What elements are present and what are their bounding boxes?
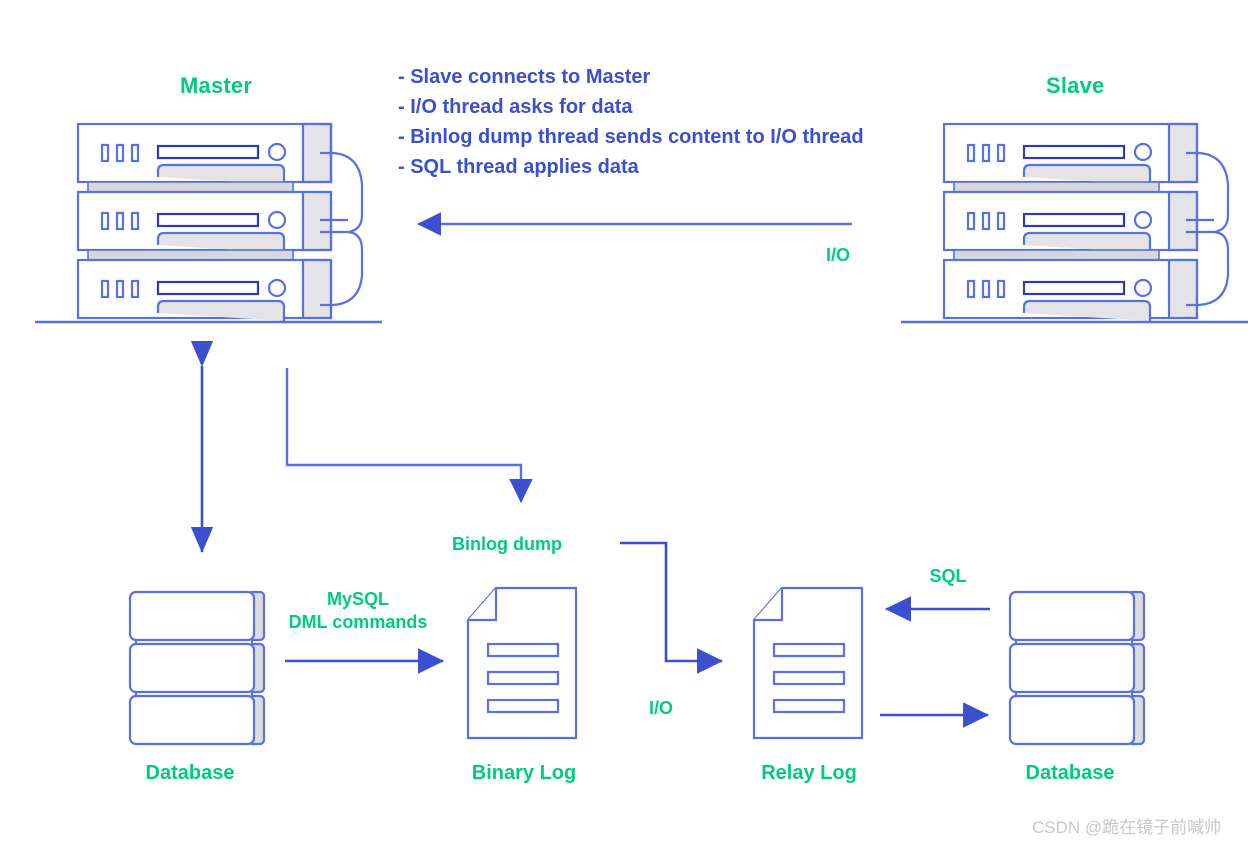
- slave-server-rack: [896, 115, 1254, 340]
- relay-log-label: Relay Log: [761, 762, 857, 784]
- database-left-label: Database: [145, 762, 235, 784]
- slave-title: Slave: [1046, 73, 1105, 98]
- legend-item-2: - Binlog dump thread sends content to I/…: [398, 126, 864, 148]
- mysql-dml-line-1: MySQL: [326, 589, 389, 609]
- watermark: CSDN @跪在镜子前喊帅: [1032, 818, 1222, 837]
- legend-item-3: - SQL thread applies data: [398, 156, 639, 178]
- binlog-dump-label: Binlog dump: [452, 534, 562, 554]
- arrow-master-to-binlog-dump: [285, 368, 533, 503]
- database-icon-left: [120, 580, 290, 750]
- database-icon-right: [1000, 580, 1170, 750]
- database-right-label: Database: [1025, 762, 1115, 784]
- arrow-binlog-dump-to-relay-log: [620, 541, 724, 674]
- relay-log-icon: [748, 586, 872, 746]
- io-top-label: I/O: [825, 245, 850, 265]
- legend-item-1: - I/O thread asks for data: [398, 96, 633, 118]
- io-bottom-label: I/O: [648, 698, 673, 718]
- mysql-dml-label: MySQL DML commands: [282, 588, 434, 634]
- master-title: Master: [180, 73, 253, 98]
- master-server-rack: [30, 115, 390, 340]
- binary-log-label: Binary Log: [471, 762, 577, 784]
- sql-label: SQL: [929, 566, 967, 586]
- binary-log-icon: [462, 586, 586, 746]
- legend-item-0: - Slave connects to Master: [398, 66, 651, 88]
- legend-list: - Slave connects to Master - I/O thread …: [398, 62, 864, 182]
- mysql-dml-line-2: DML commands: [288, 612, 428, 632]
